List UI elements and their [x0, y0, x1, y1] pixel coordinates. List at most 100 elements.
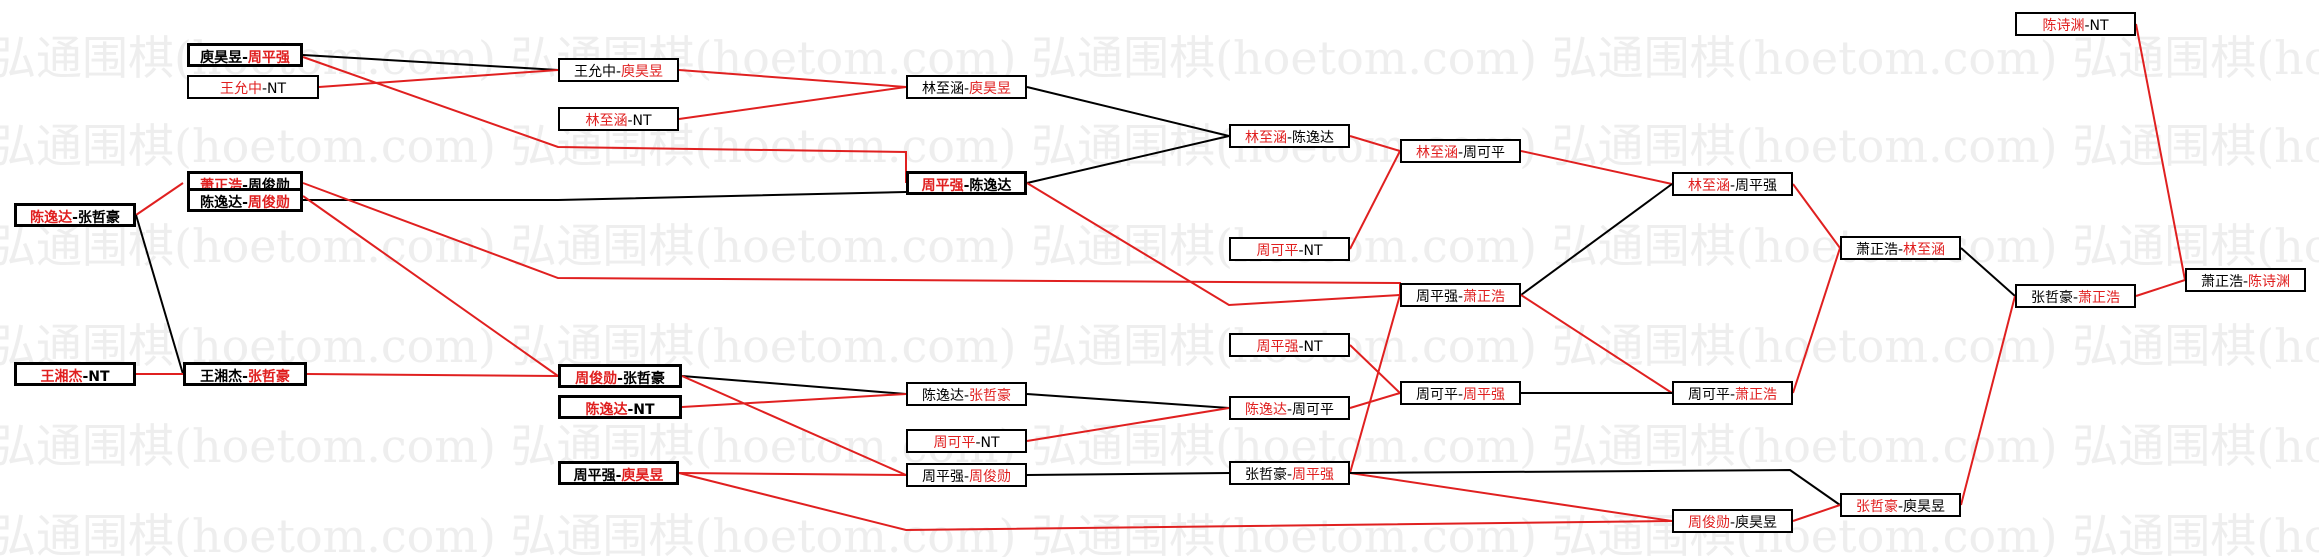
separator: - [1457, 387, 1464, 403]
separator: - [617, 371, 623, 387]
bracket-connector-4 [678, 86, 907, 120]
player-a: 林至涵 [1244, 130, 1287, 146]
player-a: 张哲豪 [2030, 290, 2073, 306]
bracket-connector-28 [1349, 472, 1673, 522]
separator: - [82, 369, 89, 385]
player-a: 萧正浩 [1855, 242, 1898, 258]
match-node-n26: 林至涵-周平强 [1672, 172, 1793, 196]
player-b: NT [1303, 339, 1323, 355]
player-a: 陈逸达 [1244, 402, 1287, 418]
player-b: 庾昊昱 [969, 81, 1012, 97]
player-b: 张哲豪 [622, 371, 665, 387]
separator: - [1298, 339, 1304, 355]
bracket-connector-35 [1792, 247, 1841, 394]
player-b: 周平强 [247, 50, 290, 66]
bracket-connector-11 [303, 191, 907, 201]
separator: - [2242, 274, 2249, 290]
match-node-n17: 周平强-周俊勋 [906, 463, 1027, 487]
player-a: 陈逸达 [585, 402, 628, 418]
match-node-n21: 陈逸达-周可平 [1229, 396, 1350, 420]
bracket-connector-21 [1026, 472, 1230, 476]
separator: - [1286, 402, 1293, 418]
watermark-row: 弘通围棋(hoetom.com) 弘通围棋(hoetom.com) 弘通围棋(h… [0, 419, 2319, 473]
player-a: 王允中 [219, 81, 262, 97]
player-a: 陈逸达 [200, 195, 243, 211]
bracket-connector-14 [681, 375, 907, 395]
bracket-connector-27 [1026, 182, 1401, 307]
match-node-n5: 陈逸达-张哲豪 [14, 203, 136, 227]
player-b: NT [267, 81, 287, 97]
match-node-n12: 周平强-庾昊昱 [558, 461, 679, 485]
player-a: 张哲豪 [1855, 499, 1898, 515]
match-node-n10: 周俊勋-张哲豪 [558, 364, 682, 388]
match-node-n13: 林至涵-庾昊昱 [906, 75, 1027, 99]
separator: - [615, 64, 622, 80]
bracket-connector-17 [678, 472, 907, 476]
bracket-connector-33 [1349, 468, 1841, 506]
bracket-connector-26 [1349, 294, 1401, 474]
match-node-n22: 张哲豪-周平强 [1229, 461, 1350, 485]
bracket-connector-18 [678, 472, 1673, 532]
match-node-n31: 张哲豪-萧正浩 [2015, 284, 2136, 308]
player-a: 王允中 [573, 64, 616, 80]
bracket-connector-20 [1026, 407, 1230, 442]
bracket-connector-22 [1349, 135, 1401, 152]
player-a: 周平强 [1415, 289, 1458, 305]
bracket-connector-40 [2135, 23, 2186, 281]
match-node-n1: 庾昊昱-周平强 [187, 43, 303, 67]
player-a: 王湘杰 [40, 369, 83, 385]
player-b: 陈逸达 [1292, 130, 1335, 146]
match-node-n20: 周平强-NT [1229, 333, 1350, 357]
player-a: 林至涵 [1415, 145, 1458, 161]
player-a: 周可平 [933, 435, 976, 451]
player-b: 周平强 [1292, 467, 1335, 483]
match-node-n2: 王允中-NT [187, 75, 319, 99]
match-node-n18: 林至涵-陈逸达 [1229, 124, 1350, 148]
player-a: 林至涵 [921, 81, 964, 97]
player-b: 张哲豪 [77, 210, 120, 226]
player-b: 张哲豪 [247, 369, 290, 385]
player-b: 周可平 [1463, 145, 1506, 161]
player-a: 周平强 [573, 468, 616, 484]
player-b: 周俊勋 [247, 195, 290, 211]
match-node-n15: 陈逸达-张哲豪 [906, 382, 1027, 406]
player-b: 萧正浩 [1735, 387, 1778, 403]
bracket-connector-15 [681, 393, 907, 408]
bracket-connector-7 [135, 182, 184, 216]
match-node-n11: 陈逸达-NT [558, 395, 682, 419]
player-b: 庾昊昱 [621, 64, 664, 80]
bracket-connector-1 [302, 56, 907, 183]
bracket-connector-30 [1520, 183, 1673, 296]
match-node-n14: 周平强-陈逸达 [906, 171, 1027, 195]
bracket-connector-24 [1349, 344, 1401, 394]
separator: - [242, 369, 248, 385]
player-a: 陈逸达 [921, 388, 964, 404]
separator: - [963, 388, 970, 404]
match-node-n28: 周俊勋-庾昊昱 [1672, 509, 1793, 533]
bracket-connector-23 [1349, 150, 1401, 250]
bracket-connector-29 [1520, 150, 1673, 185]
separator: - [1298, 243, 1304, 259]
player-b: NT [632, 113, 652, 129]
player-a: 周俊勋 [1687, 515, 1730, 531]
bracket-connector-31 [1520, 294, 1673, 394]
player-a: 萧正浩 [2200, 274, 2243, 290]
bracket-connector-36 [1792, 504, 1841, 522]
player-b: 萧正浩 [2078, 290, 2121, 306]
bracket-connector-10 [306, 373, 559, 377]
bracket-connector-38 [1960, 295, 2016, 506]
player-a: 陈逸达 [30, 210, 73, 226]
player-a: 周可平 [1256, 243, 1299, 259]
match-node-n29: 萧正浩-林至涵 [1840, 236, 1961, 260]
bracket-connector-6 [1026, 135, 1230, 184]
player-b: NT [980, 435, 1000, 451]
separator: - [261, 81, 268, 97]
player-a: 陈诗渊 [2042, 18, 2085, 34]
player-b: 周俊勋 [969, 469, 1012, 485]
player-a: 周平强 [921, 178, 964, 194]
player-b: 林至涵 [1903, 242, 1946, 258]
separator: - [242, 178, 248, 194]
player-a: 周平强 [1256, 339, 1299, 355]
